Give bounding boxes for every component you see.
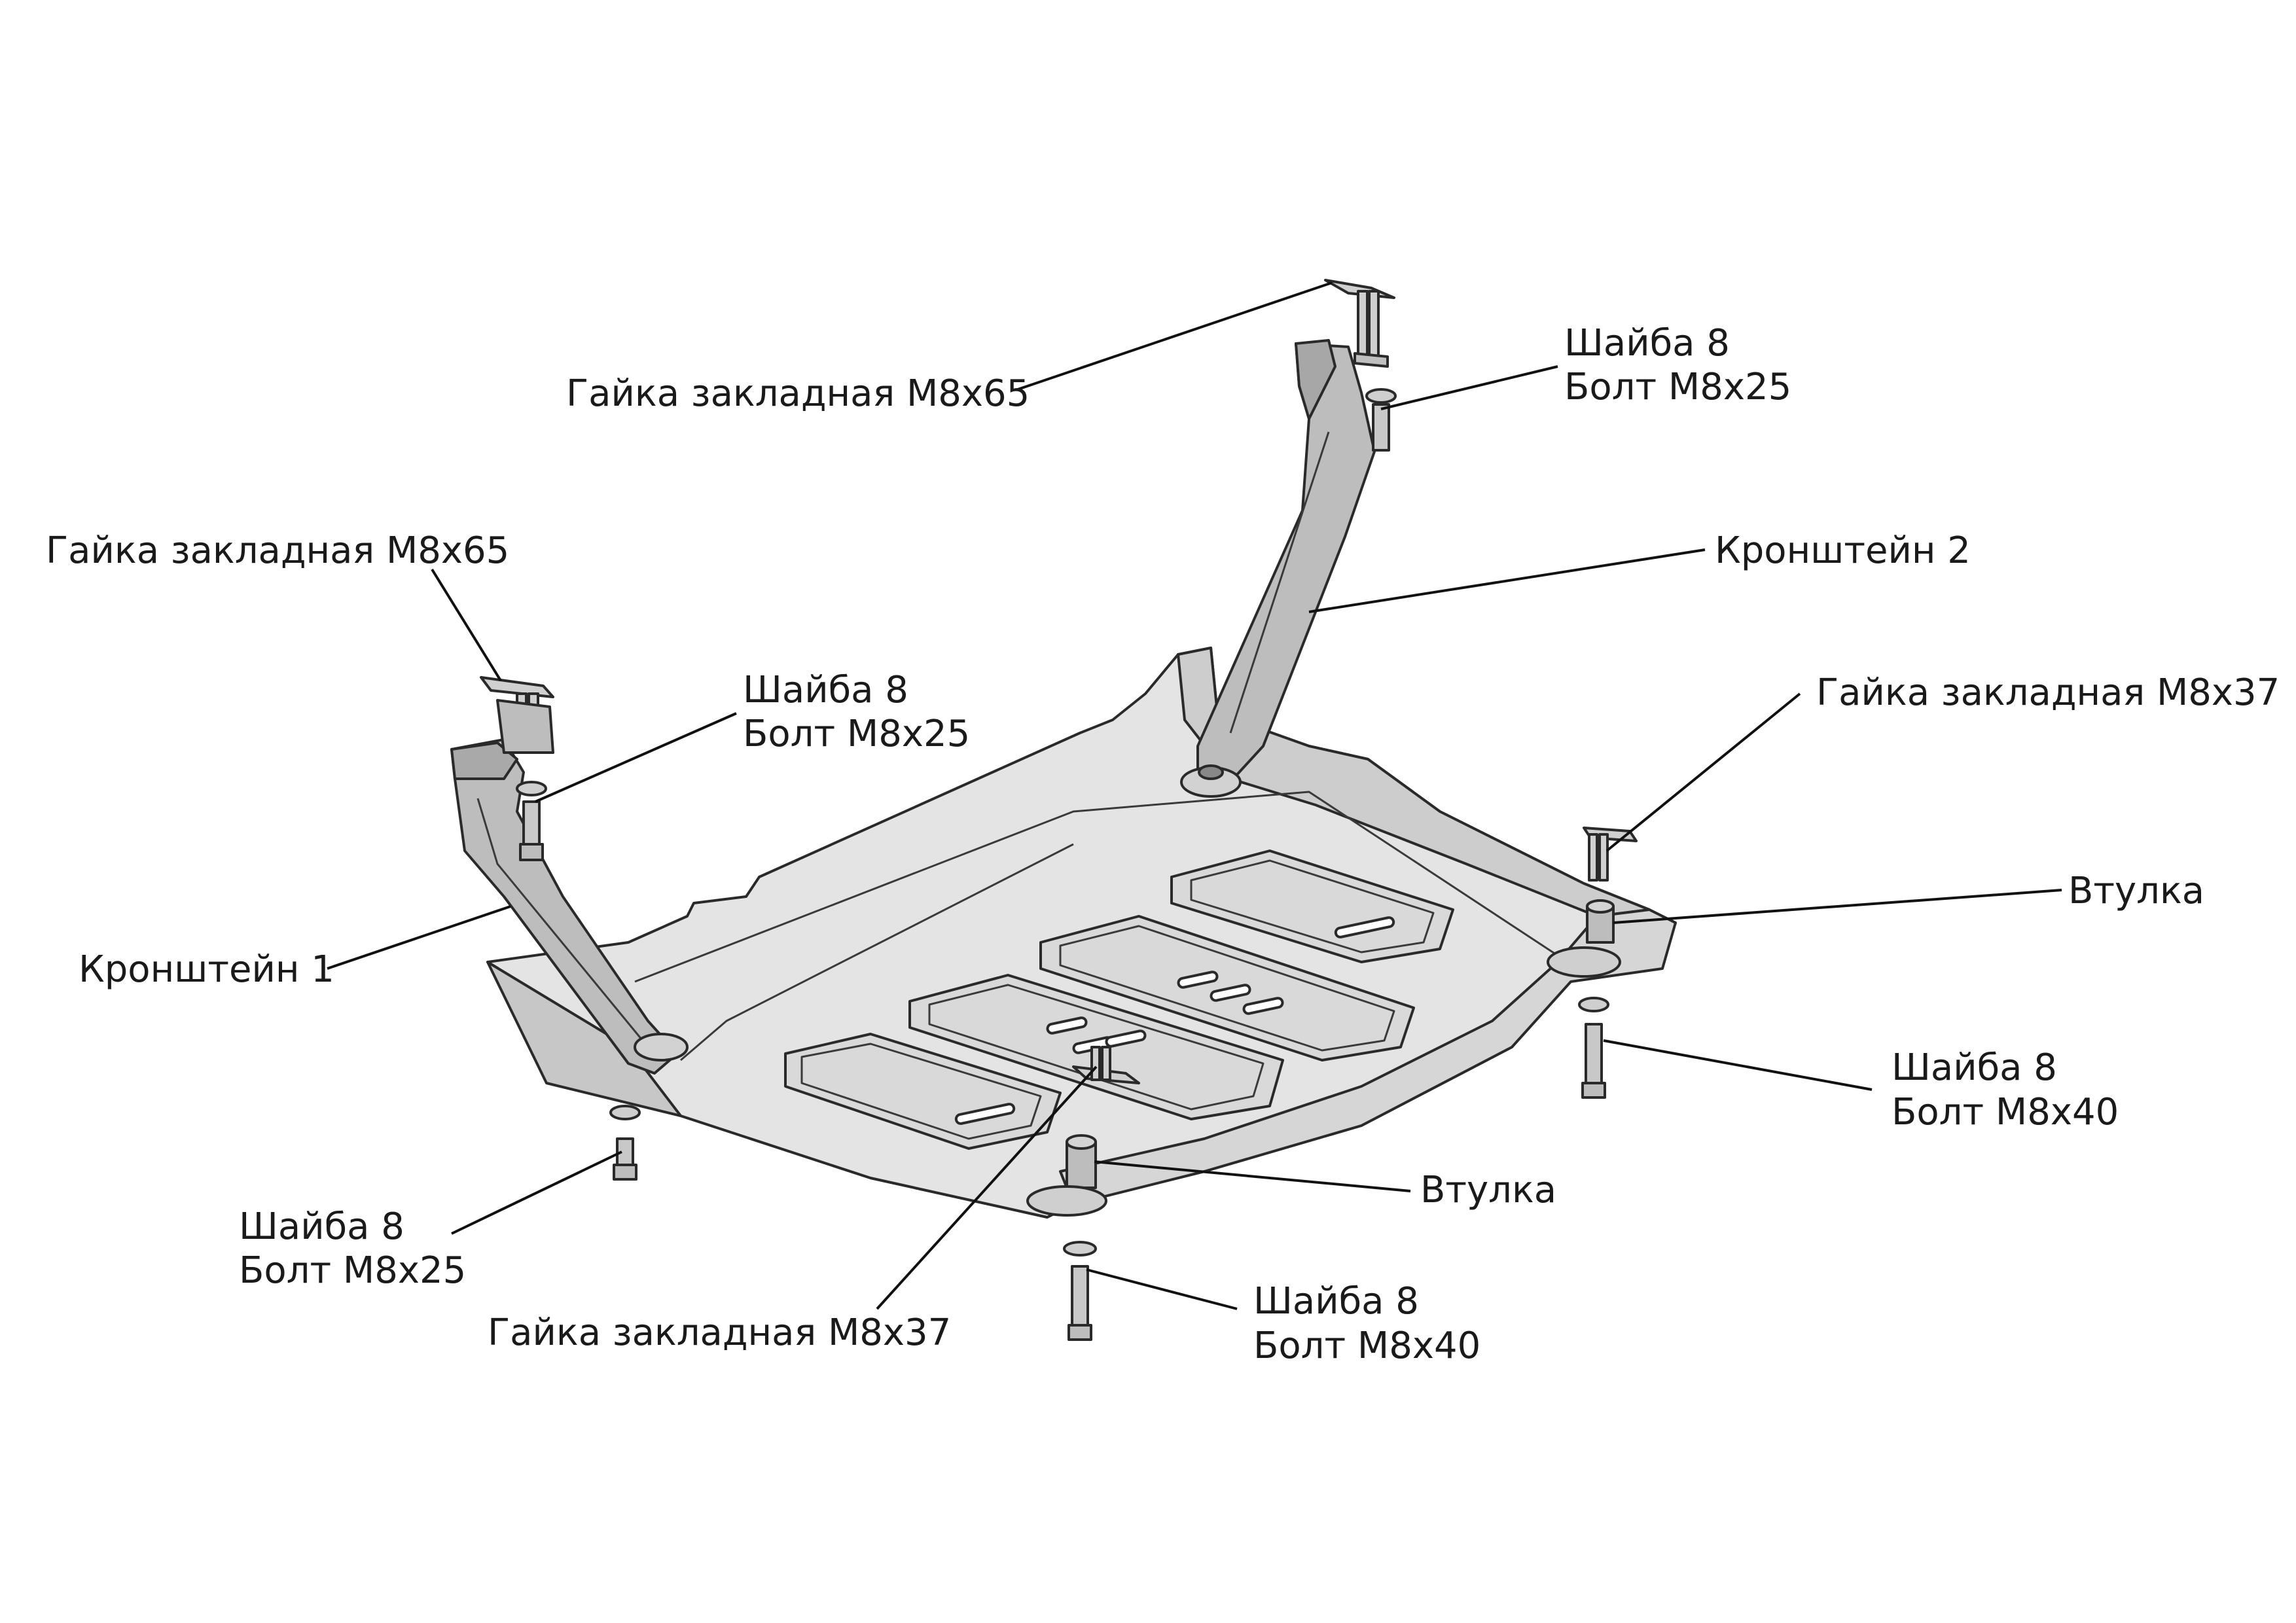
washer-bolt-bottom (1063, 1241, 1097, 1341)
leader-sleeve-right (1613, 889, 2062, 924)
callout-nut-bottom: Гайка закладная М8х37 (488, 1311, 951, 1354)
callout-nut-top: Гайка закладная М8х65 (566, 372, 1030, 415)
bracket-2 (1180, 339, 1376, 798)
embossed-panel-1 (784, 1033, 1062, 1150)
callout-bolt-top: Болт М8х25 (1564, 366, 1791, 408)
callout-sleeve-center: Втулка (1420, 1169, 1556, 1211)
leader-nut-bottom (876, 1065, 1098, 1310)
plate-step-line (634, 791, 1558, 983)
callout-washer-bottom: Шайба 8 (1253, 1280, 1419, 1323)
vent-slots (954, 916, 1395, 1125)
leader-washer-bolt-bl (451, 1150, 622, 1235)
leader-washer-bolt-right (1603, 1039, 1873, 1091)
callout-washer-left: Шайба 8 (743, 669, 908, 711)
embossed-panel-4 (1170, 849, 1454, 963)
skid-plate (486, 647, 1677, 1219)
sleeve-center (1026, 1134, 1107, 1217)
leader-nut-right (1605, 692, 1801, 852)
sleeve-right (1547, 899, 1621, 978)
bracket-1 (450, 738, 689, 1075)
callout-washer-right: Шайба 8 (1892, 1046, 2057, 1089)
embedded-nut-top (1324, 279, 1395, 368)
washer-bolt-bottom-left (609, 1105, 641, 1181)
leader-bracket-2 (1308, 548, 1706, 613)
leader-nut-top (1017, 281, 1333, 391)
callout-nut-right: Гайка закладная М8х37 (1816, 671, 2280, 714)
leader-lines (327, 281, 2062, 1310)
washer-bolt-top (1365, 388, 1397, 452)
leader-nut-left (431, 568, 502, 682)
embedded-nut-left (480, 676, 554, 754)
callout-sleeve-right: Втулка (2068, 870, 2204, 912)
callout-bolt-left: Болт М8х25 (743, 713, 970, 755)
callout-washer-top: Шайба 8 (1564, 322, 1730, 365)
callout-bolt-bl: Болт М8х25 (239, 1249, 466, 1292)
callouts: Гайка закладная М8х65 Шайба 8 Болт М8х25… (46, 322, 2280, 1367)
plate-step-line-2 (680, 843, 1074, 1061)
leader-washer-bolt-left (535, 712, 737, 803)
leader-bracket-1 (327, 905, 511, 970)
washer-bolt-left (516, 781, 547, 861)
callout-nut-left: Гайка закладная М8х65 (46, 529, 509, 572)
washer-bolt-right (1578, 997, 1609, 1099)
leader-washer-bolt-bottom (1086, 1268, 1238, 1310)
callout-bolt-bottom: Болт М8х40 (1253, 1325, 1480, 1367)
callout-bracket-1: Кронштейн 1 (79, 948, 334, 991)
embedded-nut-right (1583, 827, 1638, 882)
embedded-nut-bottom (1072, 1046, 1140, 1084)
callout-washer-bl: Шайба 8 (239, 1205, 404, 1248)
leader-sleeve-center (1094, 1160, 1411, 1192)
leader-washer-bolt-top (1380, 365, 1558, 410)
callout-bracket-2: Кронштейн 2 (1715, 529, 1971, 572)
callout-bolt-right: Болт М8х40 (1892, 1091, 2119, 1133)
